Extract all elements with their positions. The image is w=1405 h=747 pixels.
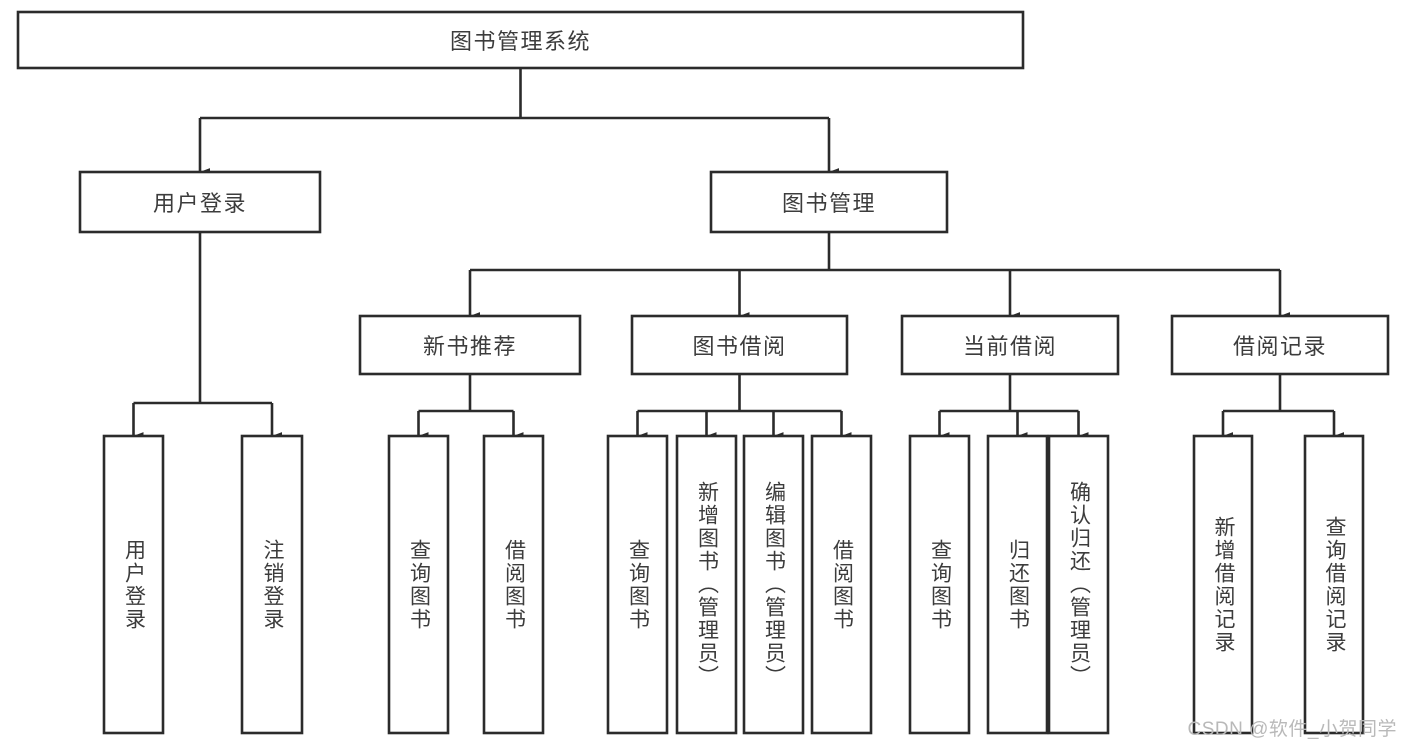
- node-box-leaf_4: [606, 434, 669, 735]
- node-box-leaf_1: [240, 434, 304, 735]
- node-box-leaf_7: [810, 434, 873, 735]
- node-box-leaf_9: [986, 434, 1049, 735]
- node-boxes: [16, 10, 1390, 735]
- node-box-leaf_2: [387, 434, 450, 735]
- node-box-leaf_11: [1192, 434, 1254, 735]
- node-box-root: [16, 10, 1025, 70]
- node-box-l2_2: [900, 314, 1120, 376]
- node-box-l2_1: [630, 314, 849, 376]
- connector-lines: [132, 68, 1345, 440]
- node-box-leaf_6: [742, 434, 805, 735]
- node-box-leaf_0: [102, 434, 165, 735]
- node-box-leaf_3: [482, 434, 545, 735]
- node-box-l2_3: [1170, 314, 1390, 376]
- node-box-leaf_8: [908, 434, 971, 735]
- node-box-l2_0: [358, 314, 582, 376]
- node-box-l1_1: [709, 170, 949, 234]
- node-box-leaf_5: [675, 434, 738, 735]
- node-box-leaf_10: [1047, 434, 1110, 735]
- node-box-l1_0: [78, 170, 322, 234]
- node-box-leaf_12: [1303, 434, 1365, 735]
